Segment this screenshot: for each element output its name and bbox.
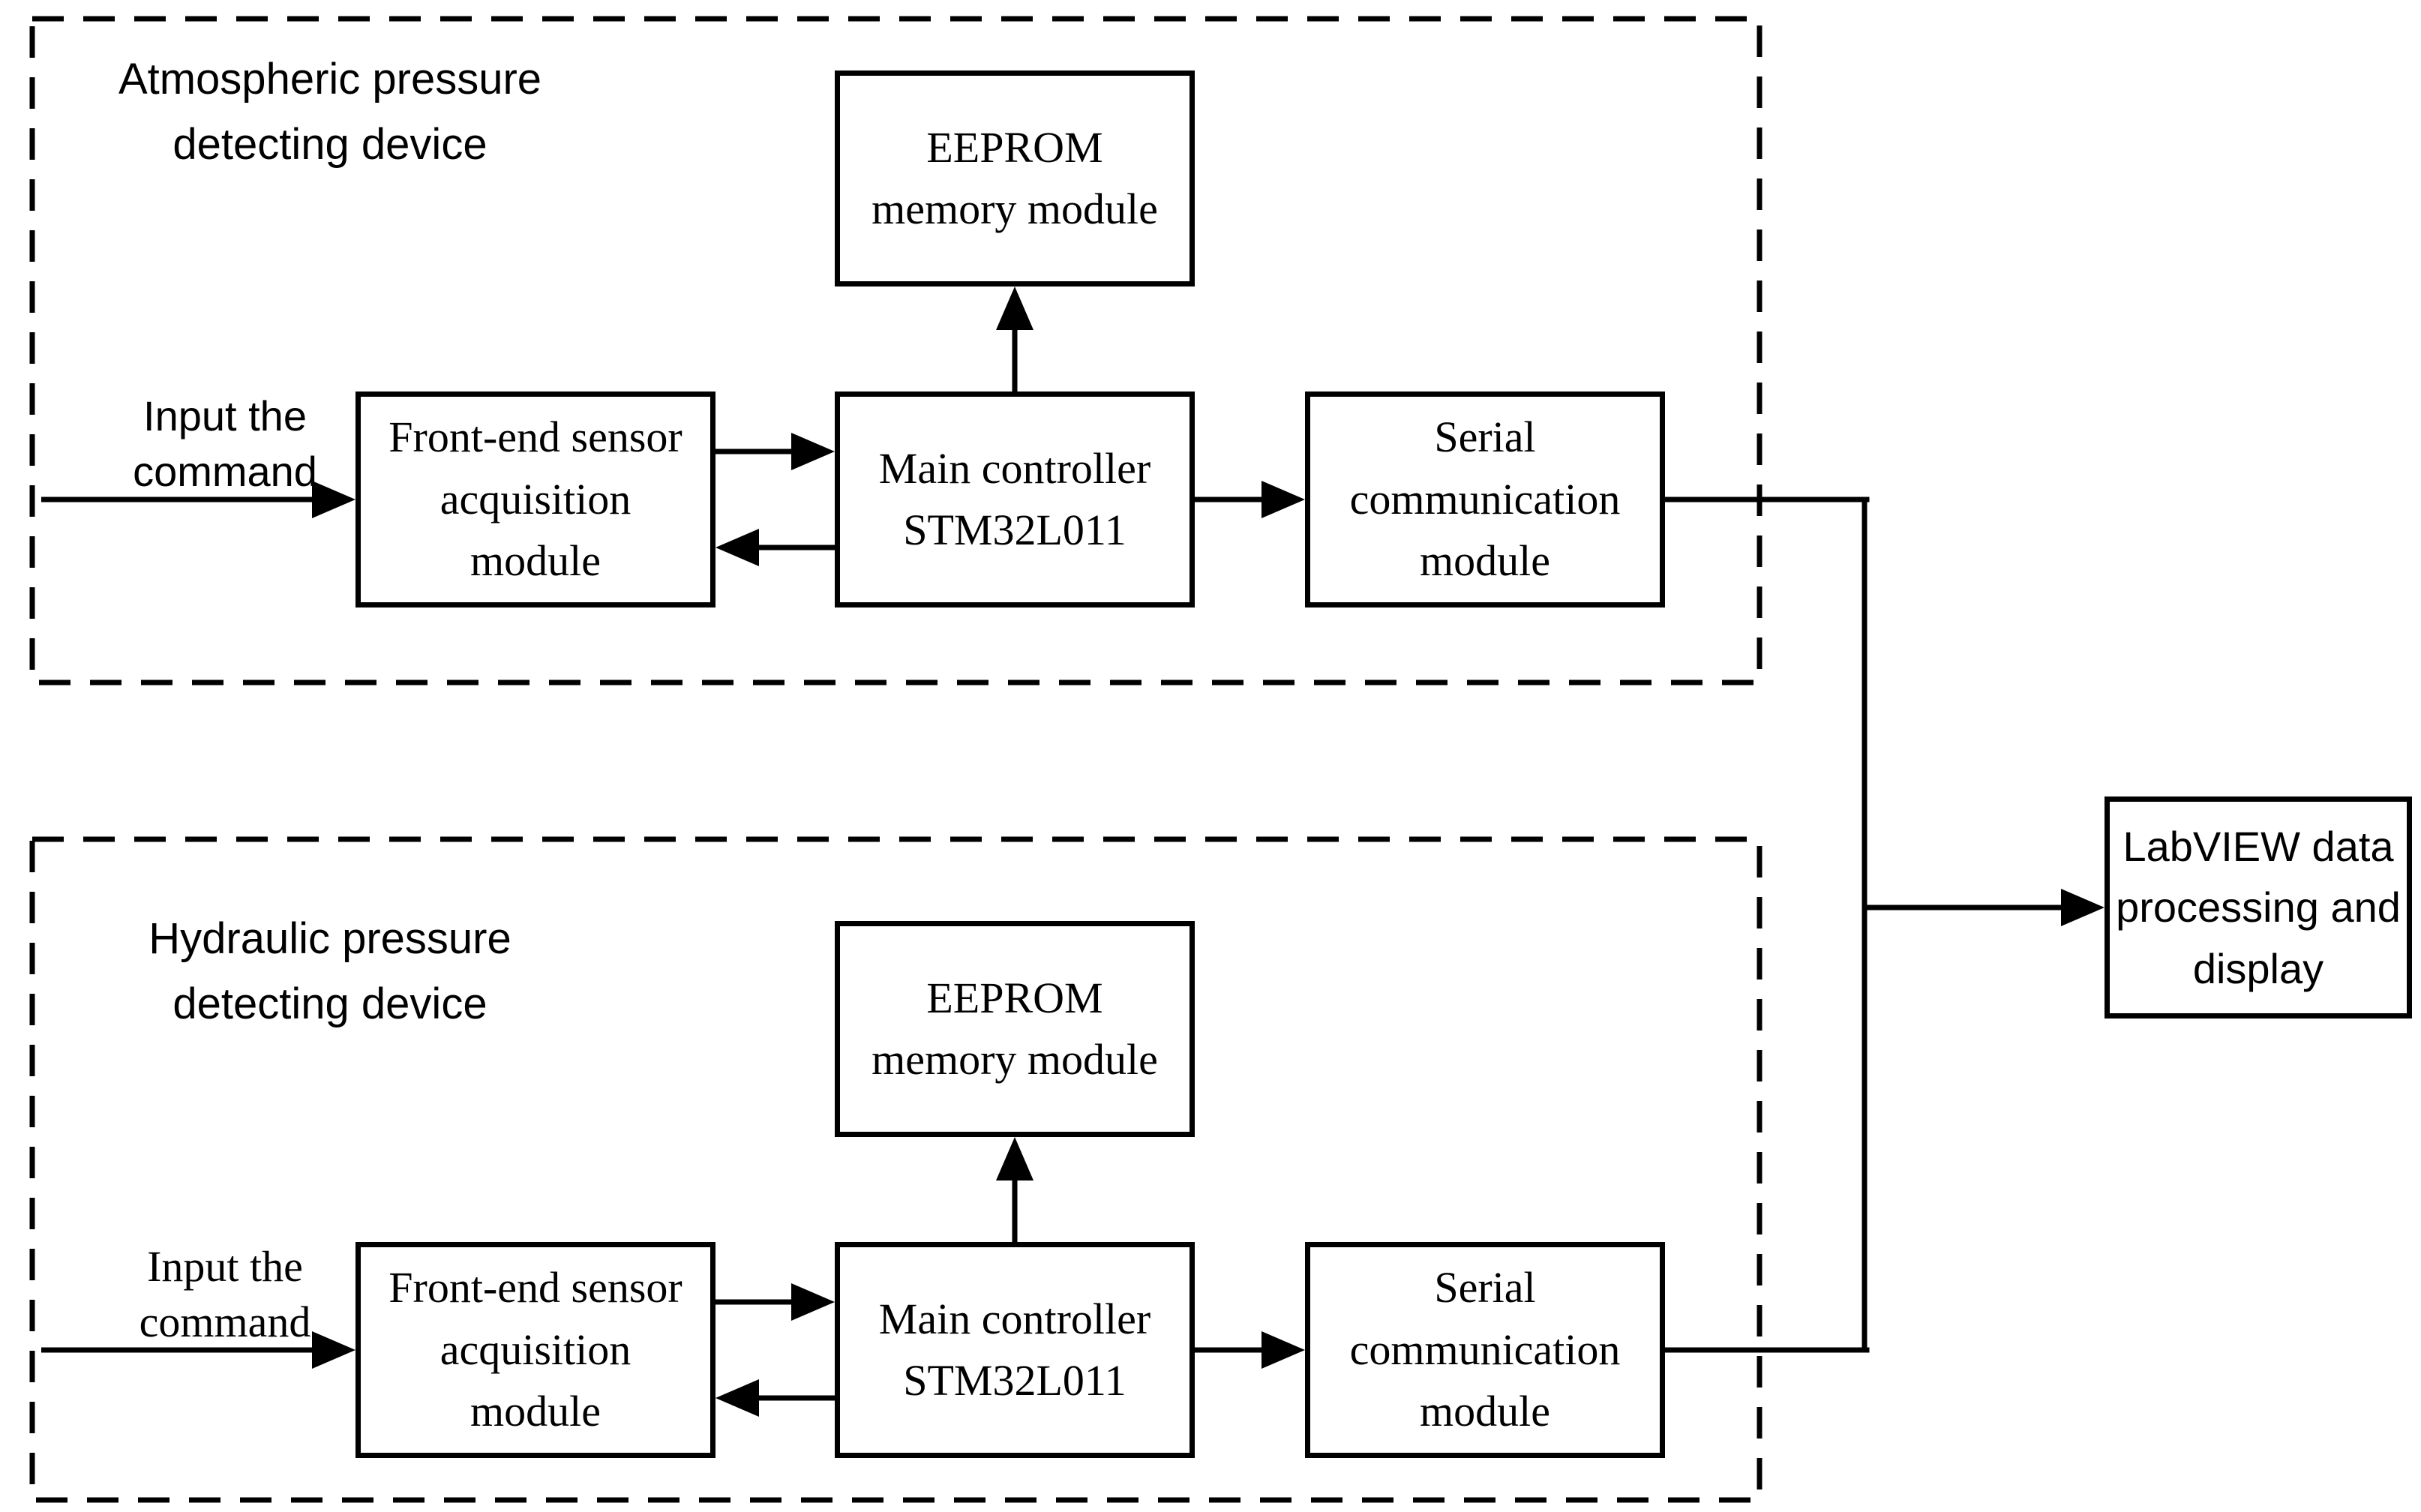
arrow-input-command-hydraulic bbox=[41, 1331, 356, 1369]
serial-module-box-label: Serial communication module bbox=[1349, 412, 1621, 586]
main-controller-box-label: Main controller STM32L011 bbox=[878, 443, 1151, 554]
front-end-sensor-box-atmospheric: Front-end sensor acquisition module bbox=[356, 392, 716, 608]
arrow-frontend-to-main-atmospheric bbox=[716, 433, 835, 470]
front-end-sensor-box-hydraulic: Front-end sensor acquisition module bbox=[356, 1242, 716, 1458]
eeprom-box-label: EEPROM memory module bbox=[872, 973, 1158, 1084]
device-outline-hydraulic bbox=[29, 836, 1762, 1503]
arrow-trunk-to-labview bbox=[1862, 889, 2104, 926]
input-command-label-hydraulic: Input the command bbox=[139, 1242, 311, 1347]
arrow-main-to-frontend-atmospheric bbox=[716, 529, 835, 566]
arrow-input-command-atmospheric bbox=[41, 481, 356, 518]
arrow-main-to-serial-hydraulic bbox=[1195, 1331, 1305, 1369]
device-title-hydraulic: Hydraulic pressure detecting device bbox=[148, 914, 512, 1028]
eeprom-box-atmospheric: EEPROM memory module bbox=[835, 70, 1195, 286]
eeprom-box-label: EEPROM memory module bbox=[872, 122, 1158, 233]
main-controller-box-hydraulic: Main controller STM32L011 bbox=[835, 1242, 1195, 1458]
arrow-main-to-eeprom-hydraulic bbox=[996, 1137, 1034, 1242]
main-controller-box-atmospheric: Main controller STM32L011 bbox=[835, 392, 1195, 608]
serial-module-box-hydraulic: Serial communication module bbox=[1305, 1242, 1665, 1458]
serial-module-box-label: Serial communication module bbox=[1349, 1263, 1621, 1436]
arrow-main-to-serial-atmospheric bbox=[1195, 481, 1305, 518]
eeprom-box-hydraulic: EEPROM memory module bbox=[835, 921, 1195, 1137]
labview-box: LabVIEW data processing and display bbox=[2104, 796, 2412, 1018]
input-command-label-atmospheric: Input the command bbox=[133, 392, 317, 495]
device-outline-atmospheric bbox=[29, 16, 1762, 686]
front-end-sensor-box-label: Front-end sensor acquisition module bbox=[388, 1263, 682, 1436]
arrow-frontend-to-main-hydraulic bbox=[716, 1283, 835, 1321]
arrow-main-to-eeprom-atmospheric bbox=[996, 286, 1034, 392]
serial-module-box-atmospheric: Serial communication module bbox=[1305, 392, 1665, 608]
labview-box-label: LabVIEW data processing and display bbox=[2116, 823, 2401, 992]
front-end-sensor-box-label: Front-end sensor acquisition module bbox=[388, 412, 682, 586]
device-title-atmospheric: Atmospheric pressure detecting device bbox=[118, 55, 542, 169]
arrow-main-to-frontend-hydraulic bbox=[716, 1379, 835, 1417]
main-controller-box-label: Main controller STM32L011 bbox=[878, 1294, 1151, 1405]
